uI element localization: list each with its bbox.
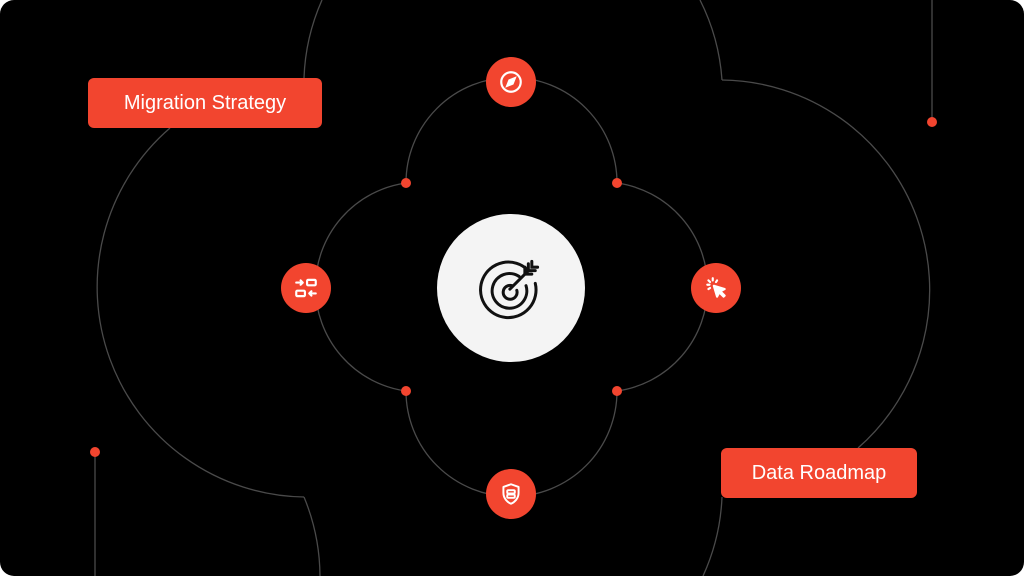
junction-dot: [401, 178, 411, 188]
outer-arc-left: [96, 127, 305, 498]
node-top-compass[interactable]: [486, 57, 536, 107]
junction-dot: [612, 386, 622, 396]
outer-arc-top-left: [303, 0, 323, 79]
node-left-transfer[interactable]: [281, 263, 331, 313]
compass-icon: [500, 71, 522, 93]
cursor-click-icon: [706, 277, 726, 298]
outer-arc-right: [721, 79, 931, 449]
pin-dot-bottom-left: [90, 447, 100, 457]
junction-dot: [401, 386, 411, 396]
migration-strategy-label: Migration Strategy: [88, 78, 322, 128]
target-arrow-icon: [479, 259, 540, 320]
node-bottom-shield[interactable]: [486, 469, 536, 519]
junction-dot: [612, 178, 622, 188]
center-goal-node: [437, 214, 585, 362]
shield-database-icon: [502, 483, 520, 505]
pin-dot-top-right: [927, 117, 937, 127]
transfer-arrows-icon: [295, 278, 317, 298]
data-roadmap-label: Data Roadmap: [721, 448, 917, 498]
outer-arc-bottom-left: [303, 496, 321, 576]
outer-arc-bottom-right: [702, 496, 723, 576]
node-right-cursor[interactable]: [691, 263, 741, 313]
outer-arc-top-right: [699, 0, 723, 81]
